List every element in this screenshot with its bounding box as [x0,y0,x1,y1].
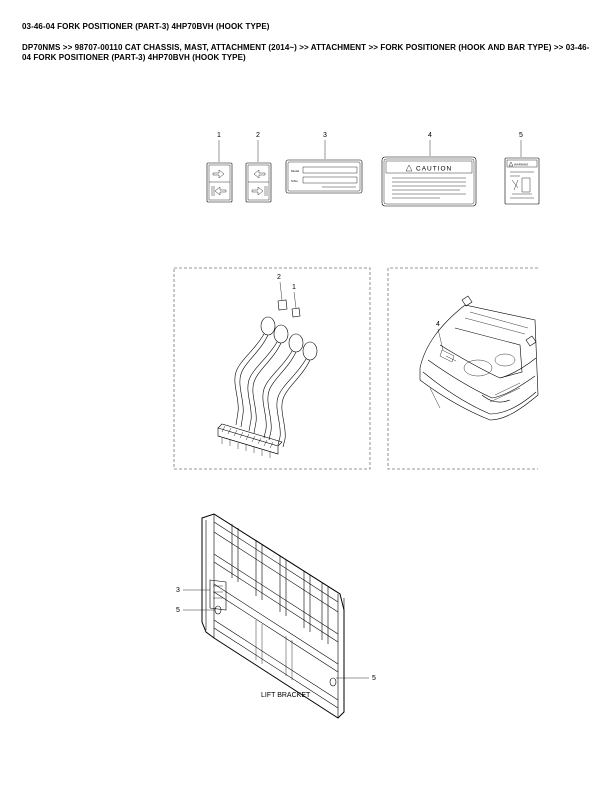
lever-decal-2[interactable] [245,162,272,203]
callout-console-4[interactable]: 4 [436,321,440,328]
warning-triangle-icon [508,161,514,167]
plate-field-model: Model [291,169,300,173]
warning-decal-5[interactable]: WARNING [504,157,540,205]
bracket-decal-3[interactable] [209,579,227,611]
page-title: 03-46-04 FORK POSITIONER (PART-3) 4HP70B… [22,22,270,31]
decal-row: 1 2 3 4 5 [206,132,540,207]
lever-knob[interactable] [260,316,276,336]
callout-decal-1[interactable]: 1 [217,132,221,139]
callout-decal-3[interactable]: 3 [323,132,327,139]
callout-lever-1[interactable]: 1 [292,284,296,291]
callout-bracket-5-right[interactable]: 5 [372,675,376,682]
lever-knob[interactable] [273,324,289,344]
lift-bracket-view: 3 5 5 LIFT BRACKET [176,513,376,719]
arrow-left-icon [214,186,227,196]
name-plate-decal-3[interactable]: Model S/No. [285,159,363,194]
lever-decal-1-small[interactable] [291,307,301,318]
warning-triangle-icon [405,164,413,172]
caution-decal-4[interactable]: CAUTION [381,156,477,207]
lever-decal-1[interactable] [206,162,233,203]
lever-decal-2-small[interactable] [277,299,288,311]
lever-knob[interactable] [288,333,304,353]
bracket-decal-5-right[interactable] [329,677,337,687]
arrow-right-icon [212,169,225,179]
warning-label: WARNING [514,163,529,167]
callout-lever-2[interactable]: 2 [277,274,281,281]
callout-decal-2[interactable]: 2 [256,132,260,139]
lift-bracket-label: LIFT BRACKET [261,692,311,699]
plate-field-serial: S/No. [291,179,299,183]
arrow-right-icon [251,186,264,196]
bracket-decal-5-left[interactable] [214,605,222,615]
callout-bracket-5-left[interactable]: 5 [176,607,180,614]
callout-bracket-3[interactable]: 3 [176,587,180,594]
console-view: 4 [387,267,539,470]
lever-knob[interactable] [302,341,318,361]
lever-assembly-view: 2 1 [173,267,371,470]
callout-decal-4[interactable]: 4 [428,132,432,139]
arrow-left-icon [253,169,266,179]
breadcrumb[interactable]: DP70NMS >> 98707-00110 CAT CHASSIS, MAST… [22,43,590,62]
caution-label: CAUTION [416,166,452,173]
callout-decal-5[interactable]: 5 [519,132,523,139]
